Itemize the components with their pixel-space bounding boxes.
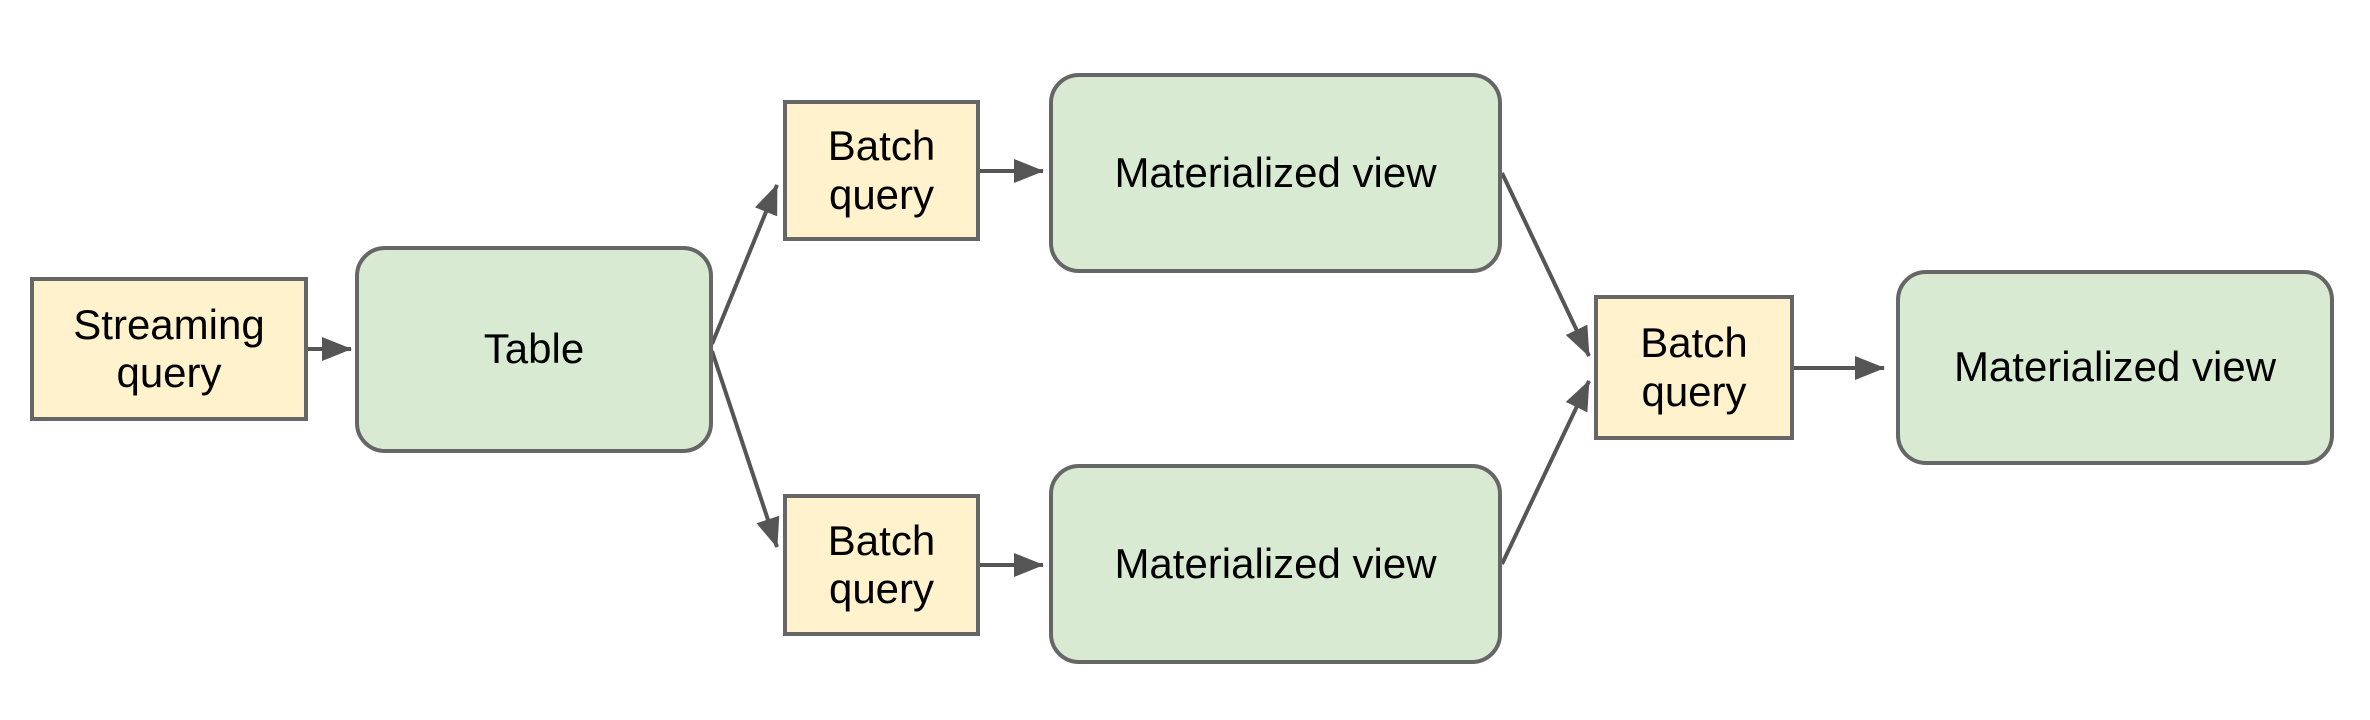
node-materialized-view-right: Materialized view: [1896, 270, 2334, 465]
node-batch-query-top-label: Batch query: [827, 122, 936, 218]
node-materialized-view-bottom: Materialized view: [1049, 464, 1502, 664]
node-batch-query-bottom-label: Batch query: [827, 516, 936, 612]
node-batch-query-top: Batch query: [783, 100, 980, 241]
node-table: Table: [355, 246, 713, 453]
connector-materialized-view-bottom-to-batch-query-right: [1500, 380, 1591, 565]
node-table-label: Table: [483, 325, 585, 373]
node-batch-query-right: Batch query: [1594, 295, 1794, 440]
node-materialized-view-top: Materialized view: [1049, 73, 1502, 273]
connector-table-to-batch-query-top: [710, 184, 779, 345]
node-batch-query-right-label: Batch query: [1640, 319, 1748, 415]
node-streaming-query: Streaming query: [30, 277, 308, 421]
connector-materialized-view-top-to-batch-query-right: [1500, 172, 1591, 357]
node-streaming-query-label: Streaming query: [73, 300, 265, 396]
connector-table-to-batch-query-bottom: [710, 350, 780, 548]
node-materialized-view-right-label: Materialized view: [1953, 343, 2277, 391]
node-materialized-view-bottom-label: Materialized view: [1114, 539, 1437, 587]
node-materialized-view-top-label: Materialized view: [1114, 148, 1437, 196]
node-batch-query-bottom: Batch query: [783, 494, 980, 636]
